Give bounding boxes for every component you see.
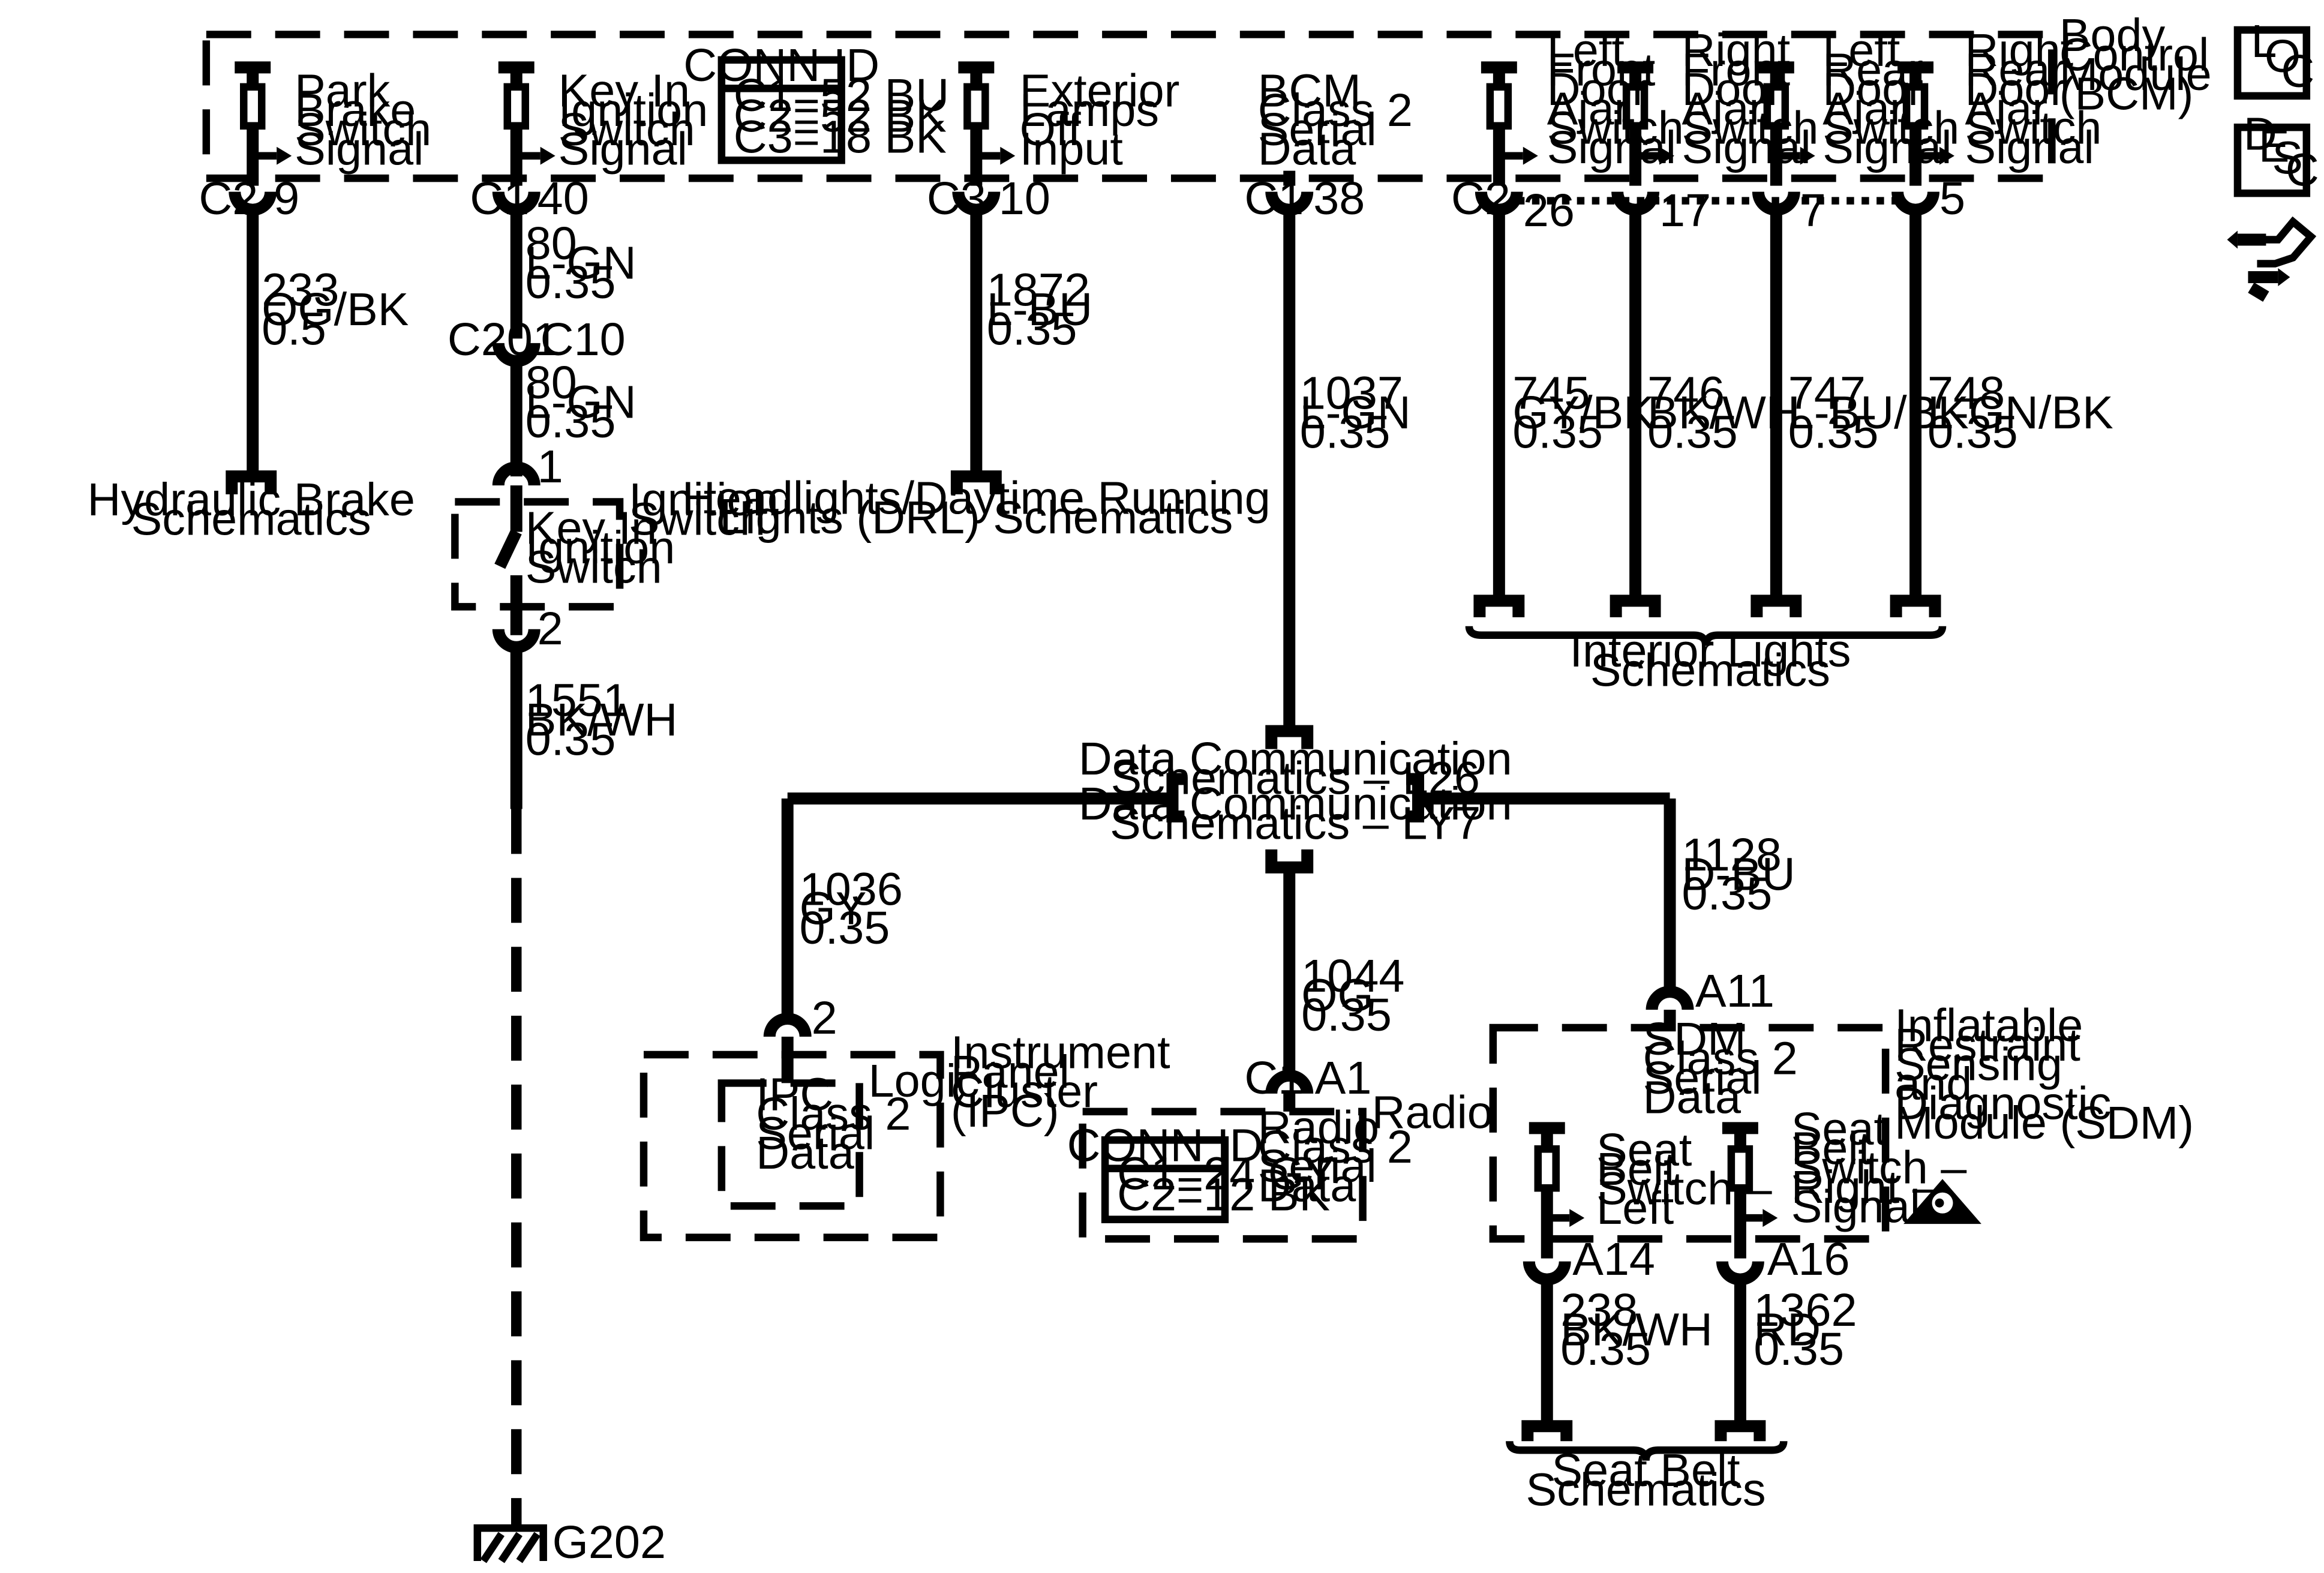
connector-end-view-icon[interactable] [2227,216,2317,302]
desc-icon[interactable]: D E S C [2233,109,2319,197]
svg-text:O: O [2265,31,2301,82]
svg-text:Seat BeltSchematics: Seat BeltSchematics [1526,1445,1766,1515]
svg-text:RightRearDoorAjarSwitchSignal: RightRearDoorAjarSwitchSignal [1965,25,2101,173]
svg-text:1362RD0.35: 1362RD0.35 [1753,1284,1857,1375]
svg-text:747L-BU/BK0.35: 747L-BU/BK0.35 [1788,368,1969,458]
bcm-input-park-brake: ParkBrakeSwitchSignal C2 9 233OG/BK0.5 H… [88,61,431,545]
svg-text:1037L-GN0.35: 1037L-GN0.35 [1300,368,1411,458]
airbag-warning-icon [1903,1179,1981,1224]
svg-text:IPCClass 2SerialData: IPCClass 2SerialData [756,1068,911,1178]
svg-text:40: 40 [538,173,589,224]
svg-text:Headlights/Daytime RunningLigh: Headlights/Daytime RunningLights (DRL) S… [682,473,1271,544]
svg-text:IgnitionSwitch: IgnitionSwitch [629,474,779,545]
svg-text:C3=18 BK: C3=18 BK [734,112,947,163]
svg-text:1128D-BU0.35: 1128D-BU0.35 [1682,829,1795,920]
switch-contact [494,529,522,569]
svg-text:G202: G202 [553,1517,666,1568]
svg-text:CONN ID: CONN ID [1067,1119,1263,1171]
svg-text:CONN ID: CONN ID [683,40,879,91]
bcm-input-key-in-ignition: Key InIgnitionSwitchSignal C1 40 80L-GN0… [448,61,708,477]
bcm-input-exterior-lamps-off: ExteriorLampsOffInput C3 10 1872L-BU0.35… [682,61,1271,544]
svg-text:7: 7 [1800,185,1826,236]
svg-text:2: 2 [538,603,563,655]
svg-text:Hydraulic BrakeSchematics: Hydraulic BrakeSchematics [88,474,415,545]
radio-module: 1044OG0.35 C1 A1 Radio RadioClass 2Seria… [1067,867,1493,1243]
svg-text:SeatBeltSwitch –Right –Signal: SeatBeltSwitch –Right –Signal [1791,1103,1967,1233]
svg-text:748L-GN/BK0.35: 748L-GN/BK0.35 [1927,368,2113,458]
svg-text:E: E [2259,121,2290,172]
svg-text:A1: A1 [1315,1052,1372,1104]
svg-text:C2=52 BK: C2=52 BK [734,91,947,142]
svg-text:LeftRearDoorAjarSwitchSignal: LeftRearDoorAjarSwitchSignal [1822,25,1959,173]
svg-text:38: 38 [1313,173,1365,224]
bcm-conn-id-box: CONN ID C1=52 BU C2=52 BK C3=18 BK [683,40,949,164]
svg-text:Key InIgnitionSwitch: Key InIgnitionSwitch [526,502,675,593]
svg-text:A11: A11 [1695,965,1774,1017]
radio-conn-id-box: CONN ID C1=24 GY C2=12 BK [1067,1119,1335,1223]
svg-text:C2=12 BK: C2=12 BK [1117,1169,1330,1221]
svg-text:2: 2 [812,992,837,1044]
svg-text:L: L [2251,16,2277,67]
svg-text:233OG/BK0.5: 233OG/BK0.5 [262,264,409,355]
svg-text:1: 1 [538,441,563,493]
svg-text:InflatableRestraintSensingandD: InflatableRestraintSensingandDiagnosticM… [1894,1000,2194,1149]
data-communication-hub: Data CommunicationSchematics – L26 Data … [787,725,1670,873]
svg-text:SDMClass 2SerialData: SDMClass 2SerialData [1643,1013,1798,1123]
svg-text:Interior LightsSchematics: Interior LightsSchematics [1569,625,1851,696]
door-ajar-inputs: LeftFrontDoorAjarSwitchSignal C2 26 745G… [1451,25,2113,697]
svg-text:D: D [2244,109,2277,160]
svg-text:C201: C201 [448,314,559,365]
svg-text:10: 10 [999,173,1050,224]
bcm-module-box [202,31,2056,182]
svg-text:1036GY0.35: 1036GY0.35 [800,863,903,954]
svg-text:InstrumentPanelCluster(IPC): InstrumentPanelCluster(IPC) [951,1026,1170,1136]
interior-lights-label: Interior Lights [1569,625,1851,677]
svg-text:A16: A16 [1767,1233,1850,1285]
svg-text:C10: C10 [541,314,626,365]
svg-text:Data CommunicationSchematics –: Data CommunicationSchematics – LY7 [1079,778,1512,849]
svg-text:80L-GN0.35: 80L-GN0.35 [526,218,636,308]
svg-text:1872L-BU0.35: 1872L-BU0.35 [987,264,1092,355]
svg-text:Radio: Radio [1372,1086,1493,1138]
svg-text:Key InIgnitionSwitchSignal: Key InIgnitionSwitchSignal [559,65,708,175]
ground-icon [473,1524,547,1563]
svg-text:A14: A14 [1572,1233,1655,1285]
svg-text:C: C [2286,145,2319,196]
svg-text:238BK/WH0.35: 238BK/WH0.35 [1560,1284,1713,1375]
svg-text:C1=52 BU: C1=52 BU [734,70,949,121]
svg-text:17: 17 [1659,185,1711,236]
instrument-panel-cluster: 1036GY0.35 2 Logic IPCClass 2SerialData … [639,798,1170,1241]
sdm-module: 1128D-BU0.35 A11 SDMClass 2SerialData In… [1489,798,2194,1516]
loc-icon[interactable]: L O C [2233,16,2314,100]
svg-text:Logic: Logic [869,1055,980,1107]
svg-text:1551BK/WH0.35: 1551BK/WH0.35 [526,675,678,766]
svg-text:80L-GN0.35: 80L-GN0.35 [526,357,636,448]
svg-text:C1=24 GY: C1=24 GY [1117,1148,1335,1200]
destination-label: Hydraulic Brake [88,474,415,526]
svg-text:RightFrontDoorAjarSwitchSignal: RightFrontDoorAjarSwitchSignal [1682,25,1819,173]
bcm-name-line: Body [2059,10,2166,61]
svg-text:BodyControlModule(BCM): BodyControlModule(BCM) [2059,10,2212,119]
svg-text:26: 26 [1523,185,1575,236]
pin-number: 9 [274,173,299,224]
svg-text:RadioClass 2SerialData: RadioClass 2SerialData [1258,1101,1413,1211]
ignition-switch: 1 IgnitionSwitch Key InIgnitionSwitch 2 … [451,441,779,1568]
svg-text:5: 5 [1939,173,1965,224]
svg-text:LeftFrontDoorAjarSwitchSignal: LeftFrontDoorAjarSwitchSignal [1547,25,1684,173]
data-comm-l26-label: Data Communication [1079,733,1512,785]
svg-text:ParkBrakeSwitchSignal: ParkBrakeSwitchSignal [295,65,431,175]
bcm-class2-serial-data: BCMClass 2SerialData C1 38 1037L-GN0.35 [1244,65,1413,731]
svg-text:BCMClass 2SerialData: BCMClass 2SerialData [1258,65,1413,175]
svg-text:S: S [2272,133,2303,184]
svg-text:ExteriorLampsOffInput: ExteriorLampsOffInput [1020,65,1180,175]
svg-text:1044OG0.35: 1044OG0.35 [1301,950,1404,1041]
svg-text:C: C [2281,46,2314,97]
